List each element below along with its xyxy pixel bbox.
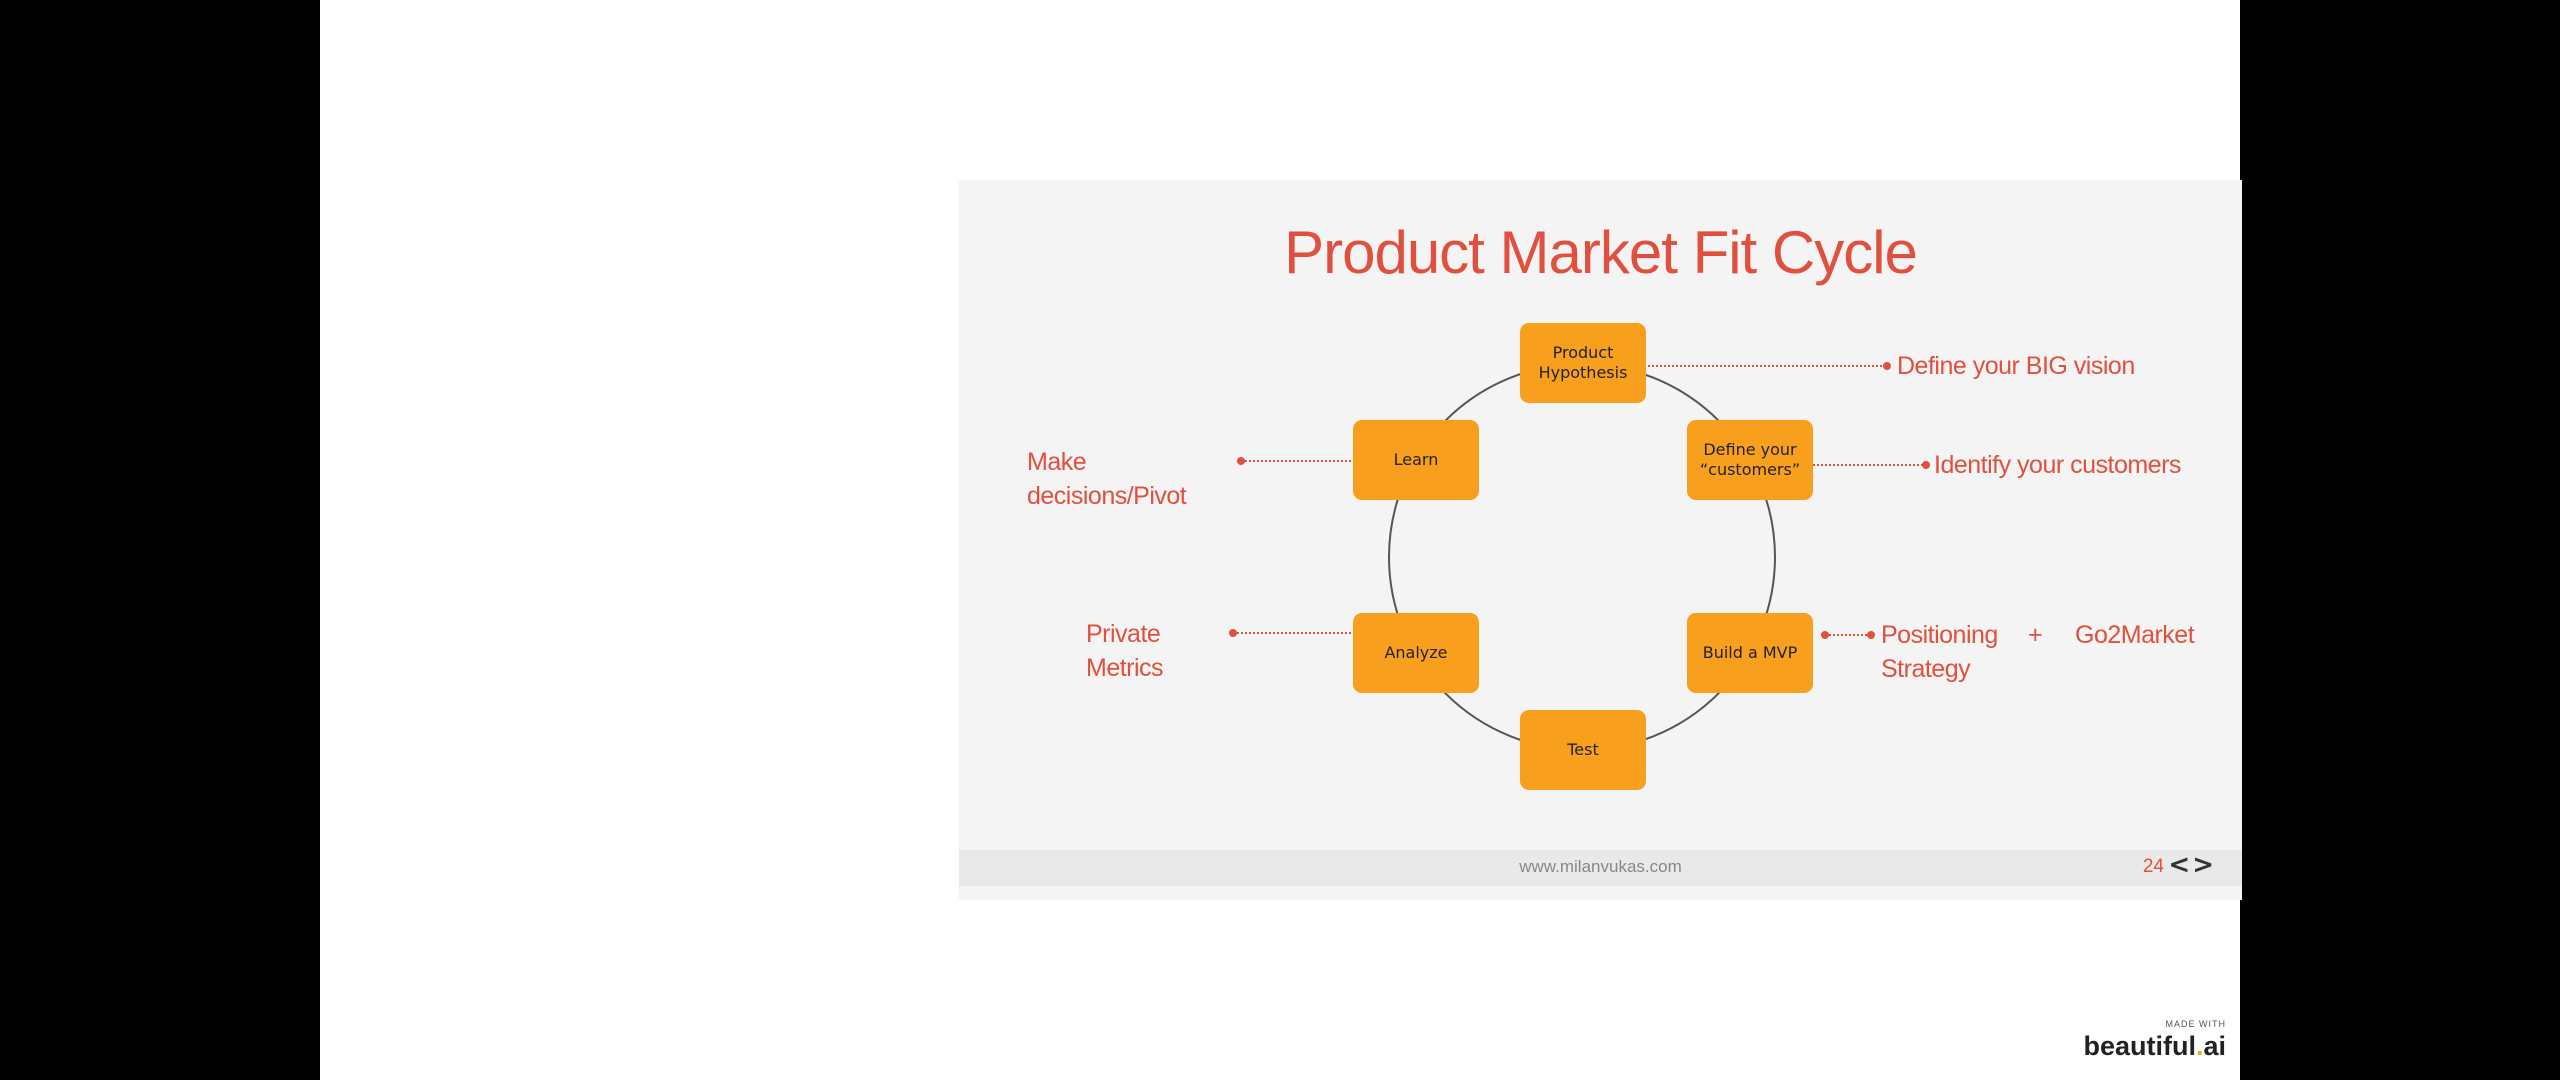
note-private: Private xyxy=(1086,620,1161,648)
brand-name: beautiful xyxy=(2083,1031,2196,1061)
cycle-diagram xyxy=(1229,362,1930,751)
note-big-vision: Define your BIG vision xyxy=(1897,352,2135,380)
step-learn: Learn xyxy=(1353,420,1479,500)
slide-nav-arrows[interactable]: <> xyxy=(2168,850,2216,880)
brand-dot: . xyxy=(2195,1031,2204,1061)
presentation-canvas: Product Market Fit Cycle Product Hypothe… xyxy=(320,0,2242,1080)
connector-dot xyxy=(1229,629,1237,637)
note-make: Make xyxy=(1027,448,1087,476)
made-with-label: MADE WITH xyxy=(2165,1019,2226,1029)
made-with-badge[interactable]: MADE WITH beautiful.ai xyxy=(2083,1019,2226,1062)
footer-url: www.milanvukas.com xyxy=(1519,857,1682,876)
note-plus: + xyxy=(2028,621,2043,649)
step-define-customers: Define your “customers” xyxy=(1687,420,1813,500)
note-identify-customers: Identify your customers xyxy=(1934,451,2181,479)
note-positioning: Positioning xyxy=(1881,621,1998,649)
connector-dot xyxy=(1237,457,1245,465)
note-strategy: Strategy xyxy=(1881,655,1971,683)
note-metrics: Metrics xyxy=(1086,654,1164,682)
slide: Product Market Fit Cycle Product Hypothe… xyxy=(959,180,2242,900)
slide-title: Product Market Fit Cycle xyxy=(1284,219,1918,286)
brand-suffix: ai xyxy=(2203,1031,2226,1061)
connector-dot xyxy=(1867,631,1875,639)
note-go2market: Go2Market xyxy=(2075,621,2195,649)
step-build-mvp: Build a MVP xyxy=(1687,613,1813,693)
connector-dot xyxy=(1922,461,1930,469)
step-analyze: Analyze xyxy=(1353,613,1479,693)
note-decisions-pivot: decisions/Pivot xyxy=(1027,482,1187,510)
step-product-hypothesis: Product Hypothesis xyxy=(1520,323,1646,403)
slide-footer: www.milanvukas.com 24 <> xyxy=(959,850,2242,886)
page-number: 24 xyxy=(2142,856,2164,877)
connector-dot xyxy=(1821,631,1829,639)
brand-logo: beautiful.ai xyxy=(2083,1031,2226,1062)
step-test: Test xyxy=(1520,710,1646,790)
connector-dot xyxy=(1883,362,1891,370)
